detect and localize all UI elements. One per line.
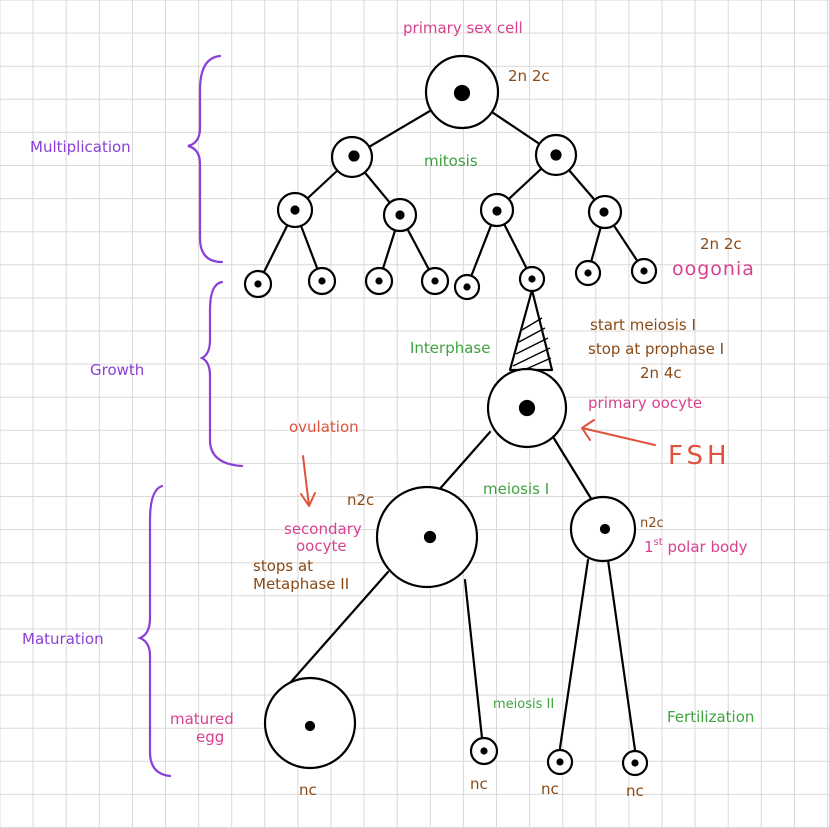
growth-brace <box>199 280 244 468</box>
second-polar-body-3 <box>621 749 649 777</box>
nc-label-4: nc <box>626 782 644 800</box>
secondary-oocyte-label-1: secondary <box>284 520 362 538</box>
oogonium-2 <box>307 266 337 296</box>
interphase-cone <box>508 288 554 372</box>
ploidy-polar-label: n2c <box>640 516 664 531</box>
oogonium-5 <box>453 273 481 301</box>
oogonium-6 <box>518 265 546 293</box>
stop-prophase-label: stop at prophase I <box>588 340 724 358</box>
fertilization-label: Fertilization <box>667 708 754 726</box>
granddaughter-cell-4 <box>587 194 623 230</box>
ploidy-primary-label: 2n 2c <box>508 67 550 85</box>
multiplication-brace <box>187 54 224 264</box>
interphase-label: Interphase <box>410 339 490 357</box>
oogonia-label: oogonia <box>672 258 755 280</box>
fsh-label: FSH <box>668 441 731 471</box>
growth-label: Growth <box>90 361 144 379</box>
ovulation-arrow <box>300 455 316 507</box>
daughter-cell-1 <box>330 135 374 179</box>
metaphase-label: Metaphase II <box>253 575 349 593</box>
oogonium-4 <box>420 266 450 296</box>
meiosis-one-label: meiosis I <box>483 480 549 498</box>
start-meiosis-label: start meiosis I <box>590 316 696 334</box>
maturation-brace <box>137 484 172 778</box>
granddaughter-cell-2 <box>382 197 418 233</box>
stops-at-label: stops at <box>253 557 313 575</box>
granddaughter-cell-1 <box>276 191 314 229</box>
oogonium-3 <box>364 266 394 296</box>
ploidy-primary-oocyte-label: 2n 4c <box>640 364 682 382</box>
primary-oocyte-label: primary oocyte <box>588 394 702 412</box>
meiosis-two-label: meiosis II <box>493 697 554 712</box>
maturation-label: Maturation <box>22 630 104 648</box>
ovulation-label: ovulation <box>289 418 359 436</box>
multiplication-label: Multiplication <box>30 138 131 156</box>
matured-egg <box>263 676 357 770</box>
secondary-oocyte-label-2: oocyte <box>296 537 347 555</box>
daughter-cell-2 <box>534 133 578 177</box>
ploidy-oogonia-label: 2n 2c <box>700 235 742 253</box>
second-polar-body-1 <box>469 736 499 766</box>
secondary-oocyte <box>375 485 479 589</box>
polar-body-label: 1st polar body <box>644 537 748 556</box>
oogonium-1 <box>243 269 273 299</box>
second-polar-body-2 <box>546 748 574 776</box>
matured-egg-label-1: matured <box>170 710 234 728</box>
matured-egg-label-2: egg <box>196 728 224 746</box>
fsh-arrow <box>581 419 656 446</box>
primary-sex-cell <box>424 54 500 130</box>
mitosis-label: mitosis <box>424 152 478 170</box>
nc-label-1: nc <box>299 781 317 799</box>
nc-label-2: nc <box>470 775 488 793</box>
cells <box>243 54 658 777</box>
ploidy-secondary-label: n2c <box>347 491 374 509</box>
granddaughter-cell-3 <box>479 192 515 228</box>
oogonium-7 <box>574 259 602 287</box>
first-polar-body <box>569 495 637 563</box>
oogonium-8 <box>630 257 658 285</box>
stage-braces <box>137 54 244 778</box>
primary-sex-cell-label: primary sex cell <box>403 19 523 37</box>
primary-oocyte <box>486 367 568 449</box>
text-labels: primary sex cell 2n 2c mitosis 2n 2c oog… <box>22 19 755 800</box>
arrows <box>300 419 656 507</box>
nc-label-3: nc <box>541 780 559 798</box>
